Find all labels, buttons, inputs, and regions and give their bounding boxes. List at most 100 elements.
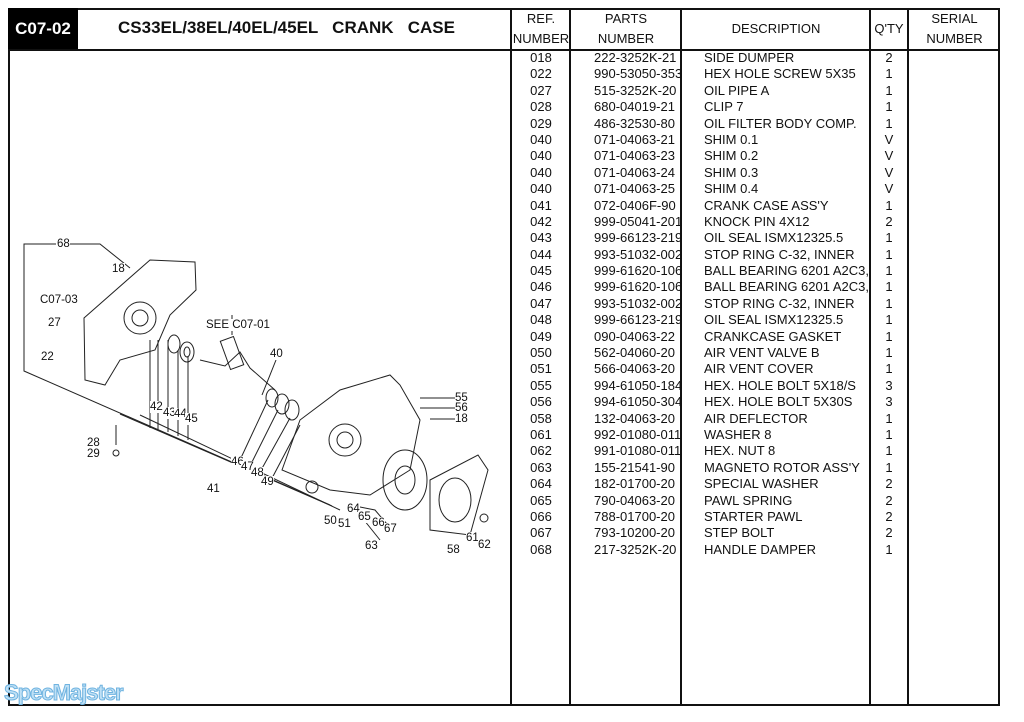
description-cell: SPECIAL WASHER xyxy=(704,476,819,492)
col-header-parts-line2: NUMBER xyxy=(597,31,655,46)
flywheel-shape xyxy=(382,449,428,511)
oil-seal-shape xyxy=(284,399,300,421)
ref-number-cell: 022 xyxy=(530,66,552,82)
callout-55: 55 xyxy=(455,392,468,404)
ref-number-cell: 048 xyxy=(530,312,552,328)
ref-number-cell: 028 xyxy=(530,99,552,115)
callout-see-c07-01: SEE C07-01 xyxy=(206,319,270,331)
part-number-cell: 793-10200-20 xyxy=(594,525,675,541)
part-number-cell: 999-05041-201 xyxy=(594,213,682,229)
callout-64: 64 xyxy=(347,503,360,515)
air-deflector-shape xyxy=(429,454,489,536)
part-number-cell: 790-04063-20 xyxy=(594,492,675,508)
ref-number-cell: 067 xyxy=(530,525,552,541)
quantity-cell: 1 xyxy=(885,459,893,475)
description-cell: PAWL SPRING xyxy=(704,492,793,508)
part-number-cell: 680-04019-21 xyxy=(594,99,675,115)
quantity-cell: 1 xyxy=(885,345,893,361)
callout-41: 41 xyxy=(207,483,220,495)
callout-66: 66 xyxy=(372,517,385,529)
table-divider xyxy=(680,8,682,706)
callout-47: 47 xyxy=(241,461,254,473)
callout-49: 49 xyxy=(261,476,274,488)
quantity-cell: V xyxy=(884,181,894,197)
part-number-cell: 994-61050-184 xyxy=(594,377,682,393)
quantity-cell: 1 xyxy=(885,312,893,328)
part-number-cell: 090-04063-22 xyxy=(594,328,675,344)
leader-line xyxy=(239,399,269,461)
callout-65: 65 xyxy=(358,511,371,523)
part-number-cell: 562-04060-20 xyxy=(594,345,675,361)
ref-number-cell: 064 xyxy=(530,476,552,492)
col-header-parts: PARTS NUMBER xyxy=(571,8,681,50)
right-crankcase-shape xyxy=(281,374,421,496)
part-number-cell: 071-04063-23 xyxy=(594,148,675,164)
description-cell: OIL SEAL ISMX12325.5 xyxy=(704,230,844,246)
ref-number-cell: 044 xyxy=(530,246,552,262)
ref-number-cell: 047 xyxy=(530,295,552,311)
description-cell: SHIM 0.4 xyxy=(704,181,759,197)
description-cell: AIR VENT COVER xyxy=(704,361,814,377)
description-cell: AIR DEFLECTOR xyxy=(704,410,808,426)
quantity-cell: 1 xyxy=(885,263,893,279)
ball-bearing-shape xyxy=(183,346,191,358)
part-number-cell: 990-53050-353 xyxy=(594,66,682,82)
callout-45: 45 xyxy=(185,413,198,425)
ref-number-cell: 046 xyxy=(530,279,552,295)
callout-18-right: 18 xyxy=(455,413,468,425)
description-cell: WASHER 8 xyxy=(704,426,772,442)
description-cell: HEX HOLE SCREW 5X35 xyxy=(704,66,856,82)
quantity-cell: 2 xyxy=(885,213,893,229)
callout-58: 58 xyxy=(447,544,460,556)
table-header-divider xyxy=(512,49,1000,51)
callout-27: 27 xyxy=(48,317,61,329)
description-cell: HANDLE DAMPER xyxy=(704,541,816,557)
ref-number-cell: 050 xyxy=(530,345,552,361)
quantity-cell: 1 xyxy=(885,410,893,426)
col-header-description: DESCRIPTION xyxy=(682,8,870,50)
crankshaft-shape xyxy=(199,351,276,391)
col-header-serial-line2: NUMBER xyxy=(926,31,983,46)
ref-number-cell: 040 xyxy=(530,164,552,180)
col-header-ref: REF. NUMBER xyxy=(512,8,570,50)
bearing-bore-shape xyxy=(131,309,149,327)
ref-number-cell: 018 xyxy=(530,50,552,65)
part-number-cell: 155-21541-90 xyxy=(594,459,675,475)
quantity-cell: V xyxy=(884,131,894,147)
quantity-cell: 2 xyxy=(885,525,893,541)
hex-nut-shape xyxy=(479,513,489,523)
callout-22: 22 xyxy=(41,351,54,363)
ball-bearing-shape xyxy=(179,341,195,363)
ref-number-cell: 040 xyxy=(530,148,552,164)
description-cell: CLIP 7 xyxy=(704,99,744,115)
section-code: C07-02 xyxy=(8,8,78,50)
description-cell: STEP BOLT xyxy=(704,525,775,541)
callout-56: 56 xyxy=(455,402,468,414)
ref-number-cell: 045 xyxy=(530,263,552,279)
ref-number-cell: 068 xyxy=(530,541,552,557)
quantity-cell: 1 xyxy=(885,279,893,295)
callout-40: 40 xyxy=(270,348,283,360)
description-cell: HEX. HOLE BOLT 5X18/S xyxy=(704,377,856,393)
description-cell: SIDE DUMPER xyxy=(704,50,795,65)
ref-number-cell: 062 xyxy=(530,443,552,459)
bearing-bore-shape xyxy=(123,301,157,335)
page-frame xyxy=(8,8,1000,706)
callout-44: 44 xyxy=(174,408,187,420)
